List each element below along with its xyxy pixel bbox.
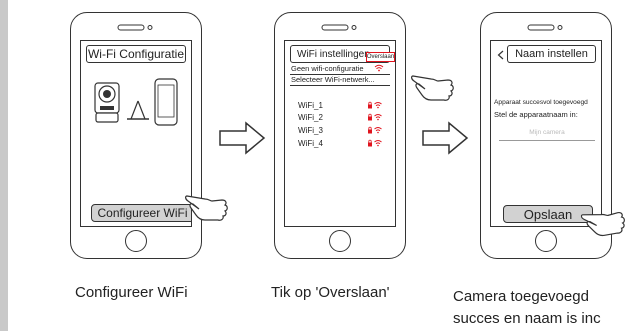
screen-title: Wi-Fi Configuratie	[86, 45, 186, 63]
network-item[interactable]: WiFi_4	[298, 139, 383, 149]
caption-step-3-line2: succes en naam is inc	[453, 310, 601, 327]
network-item[interactable]: WiFi_3	[298, 126, 383, 136]
lock-wifi-icon	[367, 126, 383, 136]
screen-wifi-settings: WiFi instellingen Overslaan Geen wifi-co…	[284, 40, 396, 227]
home-button	[125, 230, 147, 252]
arrow-right-icon	[422, 121, 469, 155]
camera-icon	[94, 82, 120, 123]
network-item[interactable]: WiFi_1	[298, 101, 383, 111]
screen-title: Naam instellen	[507, 45, 596, 63]
caption-step-3-line1: Camera toegevoegd	[453, 288, 589, 305]
network-name: WiFi_4	[298, 139, 323, 148]
network-item[interactable]: WiFi_2	[298, 113, 383, 123]
earpiece-icon	[321, 24, 357, 31]
caption-step-2: Tik op 'Overslaan'	[271, 284, 390, 301]
earpiece-icon	[117, 24, 153, 31]
hand-pointer-icon	[185, 195, 228, 221]
wifi-icon	[374, 64, 384, 72]
screen-wifi-config: Wi-Fi Configuratie Configureer WiFi	[80, 40, 192, 227]
lock-wifi-icon	[367, 139, 383, 149]
home-button	[535, 230, 557, 252]
hand-pointer-icon	[411, 75, 454, 101]
router-icon	[127, 100, 149, 120]
no-config-option[interactable]: Geen wifi-configuratie	[291, 64, 364, 73]
name-prompt: Stel de apparaatnaam in:	[494, 110, 578, 119]
configure-wifi-button[interactable]: Configureer WiFi	[91, 204, 191, 222]
phone-step-3: Naam instellen Apparaat succesvol toegev…	[480, 12, 612, 259]
select-network-option[interactable]: Selecteer WiFi-netwerk...	[291, 75, 375, 84]
lock-wifi-icon	[367, 101, 383, 111]
earpiece-icon	[527, 24, 563, 31]
phone-step-2: WiFi instellingen Overslaan Geen wifi-co…	[274, 12, 406, 259]
home-button	[329, 230, 351, 252]
screen-set-name: Naam instellen Apparaat succesvol toegev…	[490, 40, 602, 227]
save-button[interactable]: Opslaan	[503, 205, 593, 223]
arrow-right-icon	[219, 121, 266, 155]
caption-step-1: Configureer WiFi	[75, 284, 188, 301]
left-edge-bar	[0, 0, 8, 331]
network-name: WiFi_2	[298, 113, 323, 122]
hand-pointer-icon	[580, 211, 625, 237]
divider	[290, 85, 390, 86]
skip-button[interactable]: Overslaan	[366, 52, 395, 62]
network-name: WiFi_3	[298, 126, 323, 135]
divider	[290, 74, 390, 75]
phone-icon	[154, 78, 178, 126]
phone-step-1: Wi-Fi Configuratie Configureer WiFi	[70, 12, 202, 259]
network-name: WiFi_1	[298, 101, 323, 110]
name-input[interactable]: Mijn camera	[499, 129, 595, 141]
success-message: Apparaat succesvol toegevoegd	[494, 99, 588, 106]
lock-wifi-icon	[367, 113, 383, 123]
camera-router-phone-illustration	[94, 78, 178, 126]
back-chevron-icon[interactable]	[497, 50, 504, 60]
